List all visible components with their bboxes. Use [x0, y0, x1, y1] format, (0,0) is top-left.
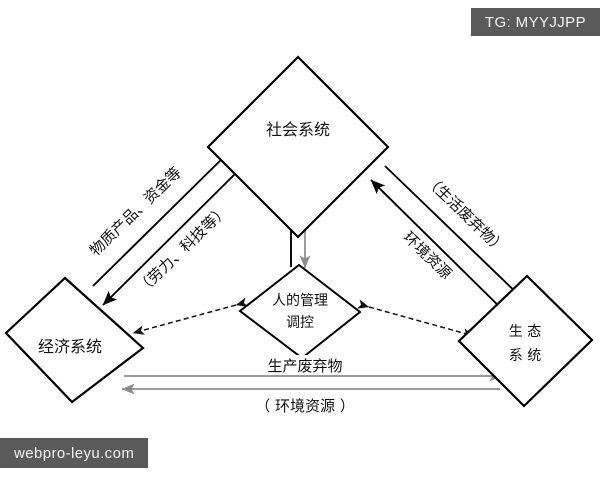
- node-social-system[interactable]: 社会系统: [206, 55, 390, 239]
- node-ecological-system[interactable]: 生 态 系 统: [457, 274, 594, 408]
- edge-label-environmental-resources-bottom: （ 环境资源 ）: [255, 397, 355, 415]
- node-label-economic-system: 经济系统: [38, 337, 102, 356]
- edge-social-to-ecological: （生活废弃物）: [384, 165, 525, 301]
- node-label-management-line1: 人的管理: [272, 293, 328, 309]
- edge-label-labor-tech: （劳力、科技等）: [133, 201, 232, 297]
- bottom-edge-labels: 生产废弃物 （ 环境资源 ）: [238, 355, 370, 415]
- edge-management-ecological-dashed: [357, 299, 475, 338]
- edge-label-production-waste: 生产废弃物: [267, 357, 342, 375]
- node-label-social-system: 社会系统: [266, 120, 330, 139]
- node-economic-system[interactable]: 经济系统: [4, 276, 145, 404]
- node-label-management-line2: 调控: [286, 315, 314, 331]
- edge-management-economic-dashed: [132, 297, 248, 335]
- watermark-top-right: TG: MYYJJPP: [470, 8, 600, 36]
- node-management[interactable]: 人的管理 调控: [238, 263, 362, 360]
- watermark-bottom-left: webpro-leyu.com: [0, 438, 149, 468]
- node-label-ecological-system-line2: 系 统: [509, 348, 541, 364]
- node-label-ecological-system-line1: 生 态: [509, 324, 541, 340]
- edge-social-to-economic: （劳力、科技等）: [102, 171, 238, 306]
